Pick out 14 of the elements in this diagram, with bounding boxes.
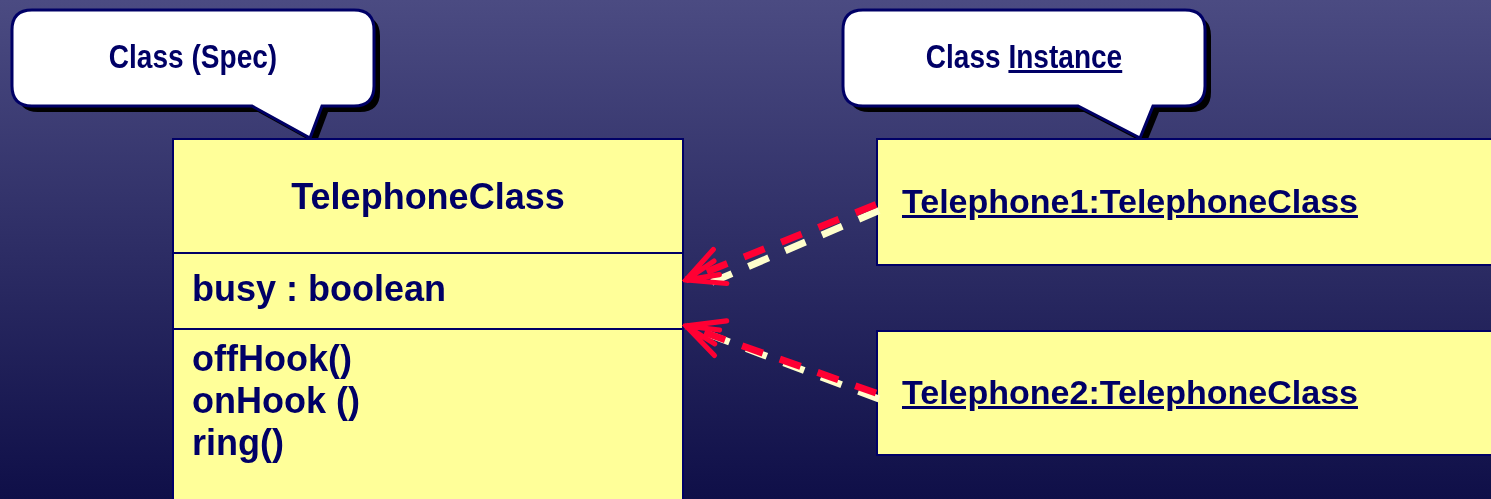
object-name: Telephone1:TelephoneClass (902, 182, 1358, 221)
attribute-text: busy : boolean (192, 268, 447, 310)
class-box (172, 138, 684, 499)
object-name: Telephone2:TelephoneClass (902, 373, 1358, 412)
object-box (876, 330, 1491, 456)
speech-bubble (12, 10, 382, 138)
class-name: TelephoneClass (290, 176, 566, 218)
operation-text: ring() (192, 422, 284, 464)
operation-text: onHook () (192, 380, 360, 422)
operation-text: offHook() (192, 338, 352, 380)
object-box (876, 138, 1491, 266)
callout-text: Class Instance (924, 38, 1124, 76)
speech-bubble (843, 10, 1213, 138)
callout-text: Class (Spec) (107, 38, 279, 76)
